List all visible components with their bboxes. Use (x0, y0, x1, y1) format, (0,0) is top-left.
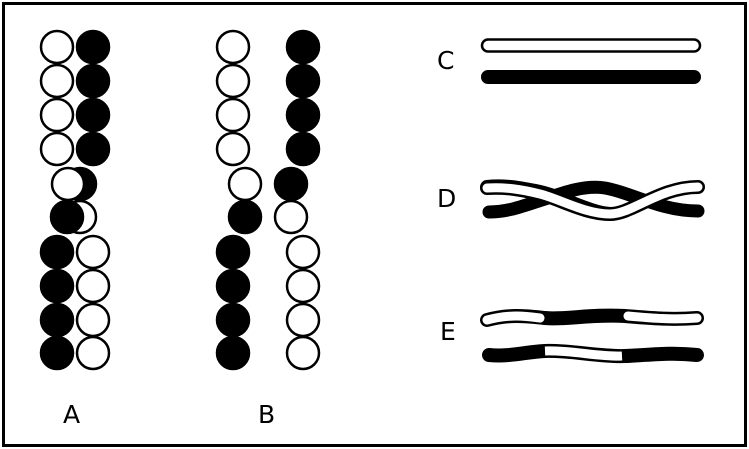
panel-b-right-bead-2 (287, 65, 319, 97)
figure-frame (4, 4, 746, 446)
panel-b-right-bead-3 (287, 99, 319, 131)
panel-a-right-bead-8 (77, 270, 109, 302)
panel-label-d: D (437, 184, 456, 213)
panel-a-right-bead-2 (77, 65, 109, 97)
panel-label-a: A (63, 400, 80, 429)
panel-a-left-bead-2 (41, 65, 73, 97)
panel-label-e: E (440, 317, 456, 346)
panel-b-right-bead-4 (287, 133, 319, 165)
panel-label-c: C (437, 46, 454, 75)
panel-a-left-bead-5 (52, 168, 84, 200)
panel-a-left-bead-9 (41, 304, 73, 336)
panel-a-right-bead-7 (77, 236, 109, 268)
panel-a-left-bead-7 (41, 236, 73, 268)
panel-label-b: B (258, 400, 275, 429)
panel-b-right-bead-6 (275, 201, 307, 233)
panel-b-left-bead-9 (217, 304, 249, 336)
panel-a-left-bead-10 (41, 337, 73, 369)
panel-e-lower-strand-light-middle (545, 351, 622, 356)
panel-b-left-bead-8 (217, 270, 249, 302)
panel-b-right-bead-8 (287, 270, 319, 302)
panel-b-right-bead-10 (287, 337, 319, 369)
panel-b-right-bead-9 (287, 304, 319, 336)
panel-b-left-bead-4 (217, 133, 249, 165)
panel-a-right-bead-10 (77, 337, 109, 369)
panel-b-right-bead-5 (275, 168, 307, 200)
panel-c-light-strand (482, 40, 700, 52)
panel-a-left-bead-6 (51, 201, 83, 233)
panel-a-left-bead-1 (41, 31, 73, 63)
panel-c-dark-strand (482, 71, 700, 83)
panel-b-left-bead-3 (217, 99, 249, 131)
panel-b-left-bead-2 (217, 65, 249, 97)
panel-e-upper-strand-light-left (487, 316, 540, 320)
panel-b-left-bead-7 (217, 236, 249, 268)
panel-a-left-bead-3 (41, 99, 73, 131)
panel-b-left-bead-10 (217, 337, 249, 369)
panel-a-right-bead-1 (77, 31, 109, 63)
panel-a-left-bead-8 (41, 270, 73, 302)
panel-a-left-bead-4 (41, 133, 73, 165)
panel-a-right-bead-9 (77, 304, 109, 336)
panel-b-left-bead-1 (217, 31, 249, 63)
panel-e-upper-strand-light-right (628, 316, 697, 319)
panel-b-left-bead-5 (229, 168, 261, 200)
panel-b-right-bead-7 (287, 236, 319, 268)
panel-b-left-bead-6 (229, 201, 261, 233)
panel-a-right-bead-3 (77, 99, 109, 131)
panel-a-right-bead-4 (77, 133, 109, 165)
panel-b-right-bead-1 (287, 31, 319, 63)
